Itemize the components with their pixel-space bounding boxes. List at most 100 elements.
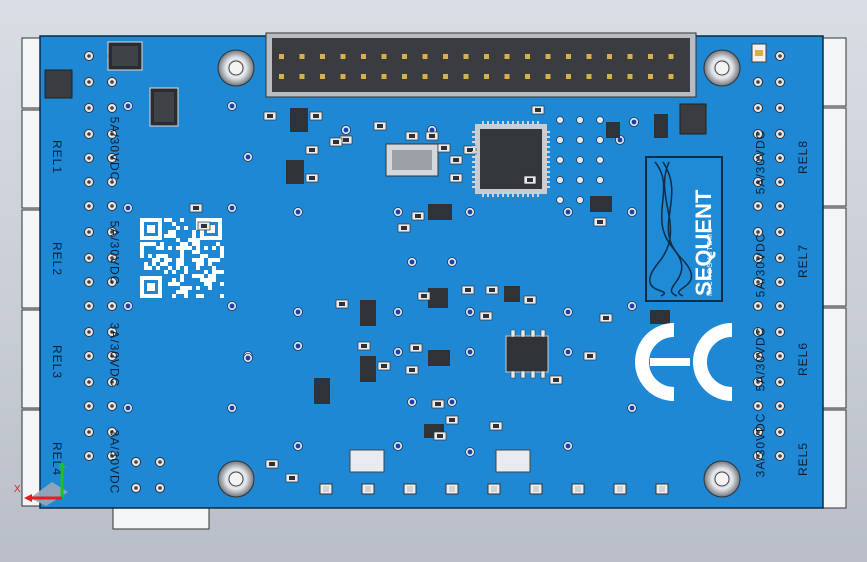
header-pin xyxy=(320,74,325,79)
terminal-pad-hole xyxy=(778,132,782,136)
qr-module xyxy=(196,262,200,266)
terminal-pad-hole xyxy=(110,454,114,458)
mcu-pin xyxy=(537,192,539,197)
via-core xyxy=(395,309,401,315)
via-core xyxy=(629,303,635,309)
qr-module xyxy=(180,242,184,246)
smd-passive-body xyxy=(527,178,533,182)
via-core xyxy=(467,449,473,455)
via-core xyxy=(343,127,349,133)
qr-module xyxy=(180,258,184,262)
qr-module xyxy=(176,246,180,250)
qr-module xyxy=(160,242,164,246)
qr-module xyxy=(156,258,160,262)
mcu-pin xyxy=(545,176,550,178)
qr-module xyxy=(176,290,180,294)
terminal-pad-hole xyxy=(778,106,782,110)
header-pin xyxy=(668,54,674,59)
smd-passive-body xyxy=(437,434,443,438)
smd-passive-body xyxy=(377,124,383,128)
mcu-pin xyxy=(472,146,477,148)
via-core xyxy=(229,103,235,109)
mcu-pin xyxy=(487,121,489,126)
qr-code-icon xyxy=(138,216,224,300)
via xyxy=(576,136,584,144)
via xyxy=(596,116,604,124)
qr-module xyxy=(176,262,180,266)
qr-module xyxy=(204,270,208,274)
mcu-pin xyxy=(537,121,539,126)
qr-module xyxy=(196,246,200,250)
qr-module xyxy=(212,258,216,262)
terminal-pad-hole xyxy=(756,180,760,184)
via-core xyxy=(229,303,235,309)
header-pin xyxy=(279,54,284,59)
qr-module xyxy=(200,254,204,258)
qr-module xyxy=(176,226,180,230)
smd-passive-body xyxy=(409,134,415,138)
mcu-pin xyxy=(472,136,477,138)
mcu-pin xyxy=(512,192,514,197)
via-core xyxy=(565,349,571,355)
header-pin xyxy=(627,54,633,59)
smd-led-lens xyxy=(365,486,371,492)
qr-module xyxy=(200,294,204,298)
qr-module xyxy=(192,274,196,278)
terminal-pad-hole xyxy=(110,230,114,234)
qr-module xyxy=(192,230,196,234)
mcu-pin xyxy=(472,181,477,183)
qr-module xyxy=(180,254,184,258)
via-core xyxy=(409,259,415,265)
via xyxy=(556,176,564,184)
qr-module xyxy=(220,270,224,274)
via-core xyxy=(229,405,235,411)
terminal-pad-hole xyxy=(110,106,114,110)
qr-module xyxy=(208,274,212,278)
qr-module xyxy=(200,262,204,266)
rating-right-3: 5A/30VDC xyxy=(753,326,768,392)
header-pin xyxy=(463,54,469,59)
qr-module xyxy=(144,242,148,246)
qr-module xyxy=(164,258,168,262)
header-pin xyxy=(381,54,387,59)
header-pin xyxy=(586,74,592,79)
terminal-pad-hole xyxy=(756,404,760,408)
header-pin xyxy=(443,74,448,79)
terminal-pad-hole xyxy=(87,132,91,136)
qr-finder-core xyxy=(147,225,155,233)
qr-module xyxy=(212,274,216,278)
smd-passive-body xyxy=(339,302,345,306)
qr-module xyxy=(160,262,164,266)
qr-module xyxy=(160,254,164,258)
qr-module xyxy=(164,270,168,274)
terminal-pad-hole xyxy=(778,330,782,334)
via xyxy=(576,156,584,164)
header-pin xyxy=(525,74,530,79)
qr-module xyxy=(192,258,196,262)
header-pin xyxy=(545,74,551,79)
terminal-pad-hole xyxy=(778,80,782,84)
terminal-pad-hole xyxy=(87,380,91,384)
qr-module xyxy=(172,270,176,274)
terminal-pad-hole xyxy=(778,404,782,408)
mcu-pin xyxy=(517,192,519,197)
qr-module xyxy=(196,266,200,270)
header-pin xyxy=(504,74,510,79)
terminal-pad-hole xyxy=(87,304,91,308)
qr-module xyxy=(200,258,204,262)
mcu-pin xyxy=(522,121,524,126)
logo-box: SEQUENT MICROSYSTEMS xyxy=(645,156,723,302)
mcu-pin xyxy=(472,186,477,188)
terminal-pad-hole xyxy=(110,330,114,334)
via-core xyxy=(449,259,455,265)
qr-module xyxy=(192,238,196,242)
terminal-pad-hole xyxy=(778,204,782,208)
terminal-pad-hole xyxy=(110,380,114,384)
via-core xyxy=(295,209,301,215)
terminal-pad-hole xyxy=(110,132,114,136)
qr-module xyxy=(208,262,212,266)
qr-module xyxy=(172,234,176,238)
qr-finder-core xyxy=(147,283,155,291)
qr-module xyxy=(172,282,176,286)
header-pin xyxy=(607,54,612,59)
